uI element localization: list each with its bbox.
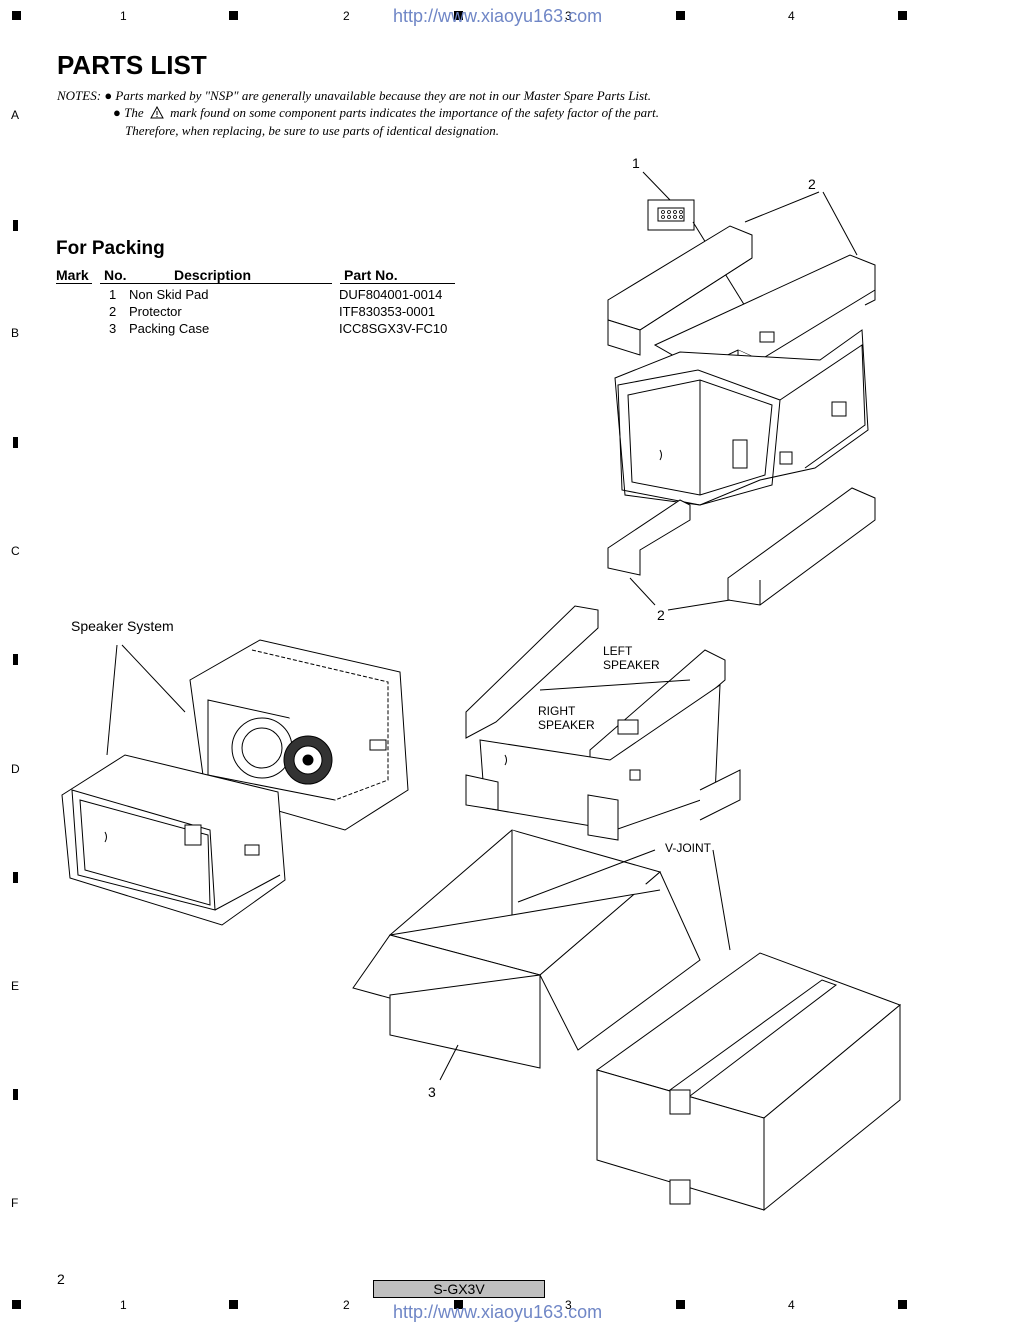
ruler-marker <box>12 11 21 20</box>
row-letter-e: E <box>11 979 20 993</box>
section-title: For Packing <box>56 238 165 259</box>
ruler-number: 3 <box>565 9 572 23</box>
ruler-marker <box>454 1300 463 1309</box>
ruler-number: 3 <box>565 1298 572 1312</box>
model-label: S-GX3V <box>373 1280 545 1298</box>
bottom-protector-drawing <box>607 487 876 606</box>
bullet-icon: ● <box>113 104 121 120</box>
table-row-description: Non Skid Pad <box>129 287 209 302</box>
table-row-part-no: DUF804001-0014 <box>339 287 443 302</box>
bullet-icon: ● <box>104 88 113 103</box>
ruler-marker <box>898 11 907 20</box>
ruler-number: 4 <box>788 1298 795 1312</box>
row-letter-b: B <box>11 326 20 340</box>
row-tick <box>13 654 18 665</box>
ruler-marker <box>676 11 685 20</box>
packing-case-open-drawing <box>352 829 701 1069</box>
header-underline <box>340 283 455 284</box>
callout-3: 3 <box>428 1084 436 1100</box>
ruler-marker <box>898 1300 907 1309</box>
callout-2-bottom: 2 <box>657 607 665 623</box>
footer-url[interactable]: http://www.xiaoyu163.com <box>393 1302 603 1322</box>
ruler-number: 1 <box>120 1298 127 1312</box>
page-title: PARTS LIST <box>57 50 207 80</box>
col-header-mark: Mark <box>56 267 89 283</box>
ruler-marker <box>229 11 238 20</box>
row-tick <box>13 872 18 883</box>
page-number: 2 <box>57 1271 65 1287</box>
safety-warning-icon <box>150 105 164 124</box>
table-row-no: 1 <box>109 287 117 302</box>
wrapped-speaker-drawing <box>61 754 286 926</box>
table-row-part-no: ICC8SGX3V-FC10 <box>339 321 448 336</box>
non-skid-pad-drawing <box>647 199 695 231</box>
v-joint-label: V-JOINT <box>665 841 712 855</box>
col-header-description: Description <box>174 267 252 283</box>
wrapped-speaker-boxes-drawing <box>614 329 869 506</box>
table-row-description: Protector <box>129 304 182 319</box>
table-row-part-no: ITF830353-0001 <box>339 304 436 319</box>
row-tick <box>13 437 18 448</box>
ruler-number: 2 <box>343 1298 350 1312</box>
ruler-marker <box>676 1300 685 1309</box>
speaker-unit-drawing <box>189 639 409 831</box>
ruler-number: 4 <box>788 9 795 23</box>
row-letter-a: A <box>11 108 20 122</box>
row-letter-f: F <box>11 1196 19 1210</box>
header-underline <box>56 283 92 284</box>
header-underline <box>100 283 332 284</box>
table-row-no: 2 <box>109 304 117 319</box>
row-tick <box>13 220 18 231</box>
row-letter-d: D <box>11 762 20 776</box>
top-protector-drawing <box>607 225 876 386</box>
note-line-1: Parts marked by "NSP" are generally unav… <box>115 88 651 103</box>
speaker-system-label: Speaker System <box>71 618 174 634</box>
ruler-marker <box>454 11 463 20</box>
note-line-2a: The <box>124 104 144 120</box>
ruler-marker <box>229 1300 238 1309</box>
callout-1: 1 <box>632 155 640 171</box>
header-url[interactable]: http://www.xiaoyu163.com <box>393 6 603 26</box>
row-tick <box>13 1089 18 1100</box>
note-line-2b: mark found on some component parts indic… <box>170 104 659 120</box>
notes-block: NOTES: ● Parts marked by "NSP" are gener… <box>57 88 659 140</box>
ruler-number: 1 <box>120 9 127 23</box>
table-row-no: 3 <box>109 321 117 336</box>
row-letter-c: C <box>11 544 20 558</box>
col-header-part-no: Part No. <box>344 267 398 283</box>
col-header-no: No. <box>104 267 127 283</box>
assembled-package-drawing <box>465 605 741 841</box>
note-line-3: Therefore, when replacing, be sure to us… <box>125 123 499 138</box>
ruler-marker <box>12 1300 21 1309</box>
packing-case-closed-drawing <box>595 952 901 1212</box>
notes-label: NOTES: <box>57 88 102 103</box>
ruler-number: 2 <box>343 9 350 23</box>
table-row-description: Packing Case <box>129 321 210 336</box>
callout-2-top: 2 <box>808 176 816 192</box>
